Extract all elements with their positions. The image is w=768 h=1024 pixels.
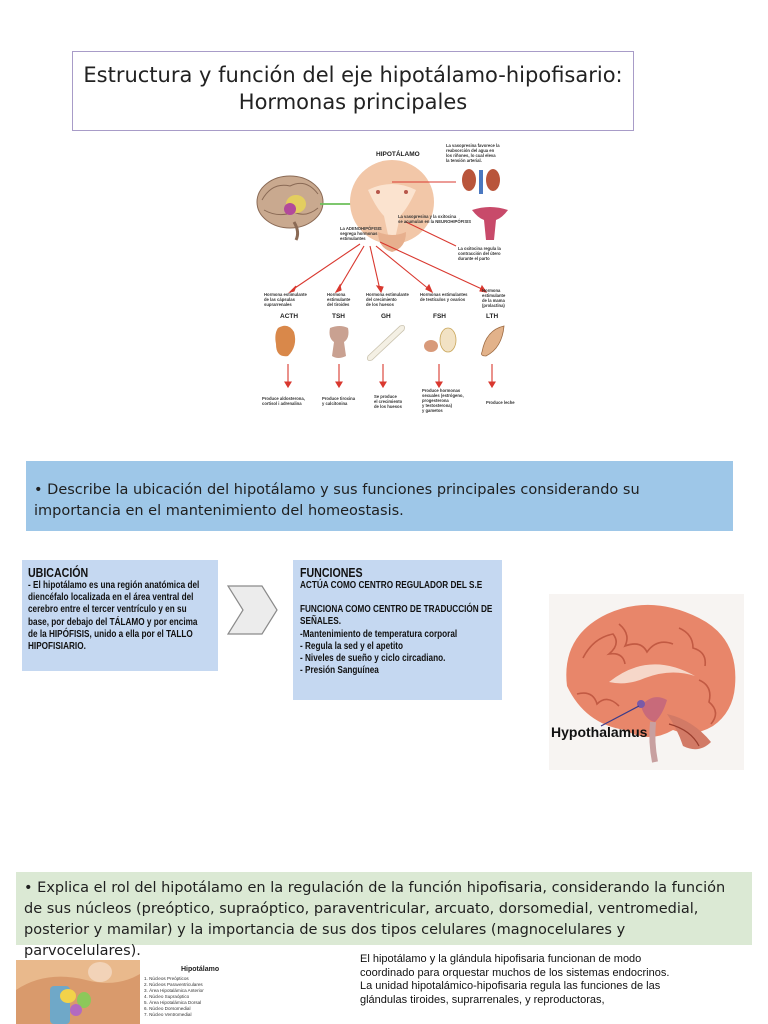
arrows [284,241,496,389]
hypothalamus-label: Hypothalamus [551,724,648,740]
bone-icon [367,325,405,361]
testis-icon [424,340,438,352]
organ-icons [275,325,505,361]
thyroid-icon [329,326,349,358]
funciones-item: - Niveles de sueño y ciclo circadiano. [300,653,446,665]
title-line-1: Estructura y función del eje hipotálamo-… [83,63,623,87]
thumb-item: 6. Núcleo Dorsomedial [144,1006,190,1011]
title-line-2: Hormonas principales [238,90,468,114]
hormone-code-fsh: FSH [433,313,446,320]
thumb-item: 7. Núcleo Ventromedial [144,1012,192,1017]
thumb-item: 4. Núcleo Supraóptico [144,994,190,999]
hormone-code-lth: LTH [486,313,498,320]
thumb-item: 1. Núcleos Preópticos [144,976,189,981]
thumb-heading: Hipotálamo [181,966,219,973]
adrenal-gland-icon [275,325,296,357]
funciones-item: - Regula la sed y el apetito [300,640,403,652]
hypothalamus-illustration [350,160,457,252]
hormone-code-acth: ACTH [280,313,298,320]
funciones-card: FUNCIONES ACTÚA COMO CENTRO REGULADOR DE… [293,560,502,700]
breast-icon [481,325,505,357]
funciones-item: - Presión Sanguínea [300,665,379,677]
effect-acth: Produce aldosterona,cortisol i adrenalin… [262,396,305,406]
funciones-line-1: ACTÚA COMO CENTRO REGULADOR DEL S.E [300,580,483,591]
funciones-line-2: FUNCIONA COMO CENTRO DE TRADUCCIÓN DE SE… [300,604,493,628]
funciones-heading: FUNCIONES [300,566,363,580]
brain-illustration [256,175,356,241]
question-2: • Explica el rol del hipotálamo en la re… [16,872,752,959]
funciones-item: -Mantenimiento de temperatura corporal [300,628,458,640]
hipotalamo-label: HIPOTÁLAMO [376,149,420,158]
hormone-code-gh: GH [381,313,391,320]
ubicacion-heading: UBICACIÓN [28,566,89,580]
question-1: • Describe la ubicación del hipotálamo y… [26,461,733,531]
ubicacion-card: UBICACIÓN - El hipotálamo es una región … [22,560,218,671]
brain-sagittal-image: Hypothalamus [549,594,744,770]
uterus-icon [472,207,508,240]
chevron-right-icon [226,585,278,635]
thumb-item: 2. Núcleos Paraventriculares [144,982,203,987]
thumb-item: 5. Área Hipotalámica Dorsal [144,999,201,1005]
thumb-item: 3. Área Hipotalámica Anterior [144,987,204,993]
kidneys-icon [462,169,500,194]
hypothalamus-nuclei-image: Hipotálamo 1. Núcleos Preópticos 2. Núcl… [16,960,223,1024]
hormone-code-tsh: TSH [332,313,345,320]
ubicacion-body: - El hipotálamo es una región anatómica … [28,580,200,653]
effect-lth: Produce leche [486,400,515,405]
slide-title: Estructura y función del eje hipotálamo-… [72,51,634,131]
ovary-icon [439,327,457,353]
bottom-paragraph: El hipotálamo y la glándula hipofisaria … [360,953,670,1006]
